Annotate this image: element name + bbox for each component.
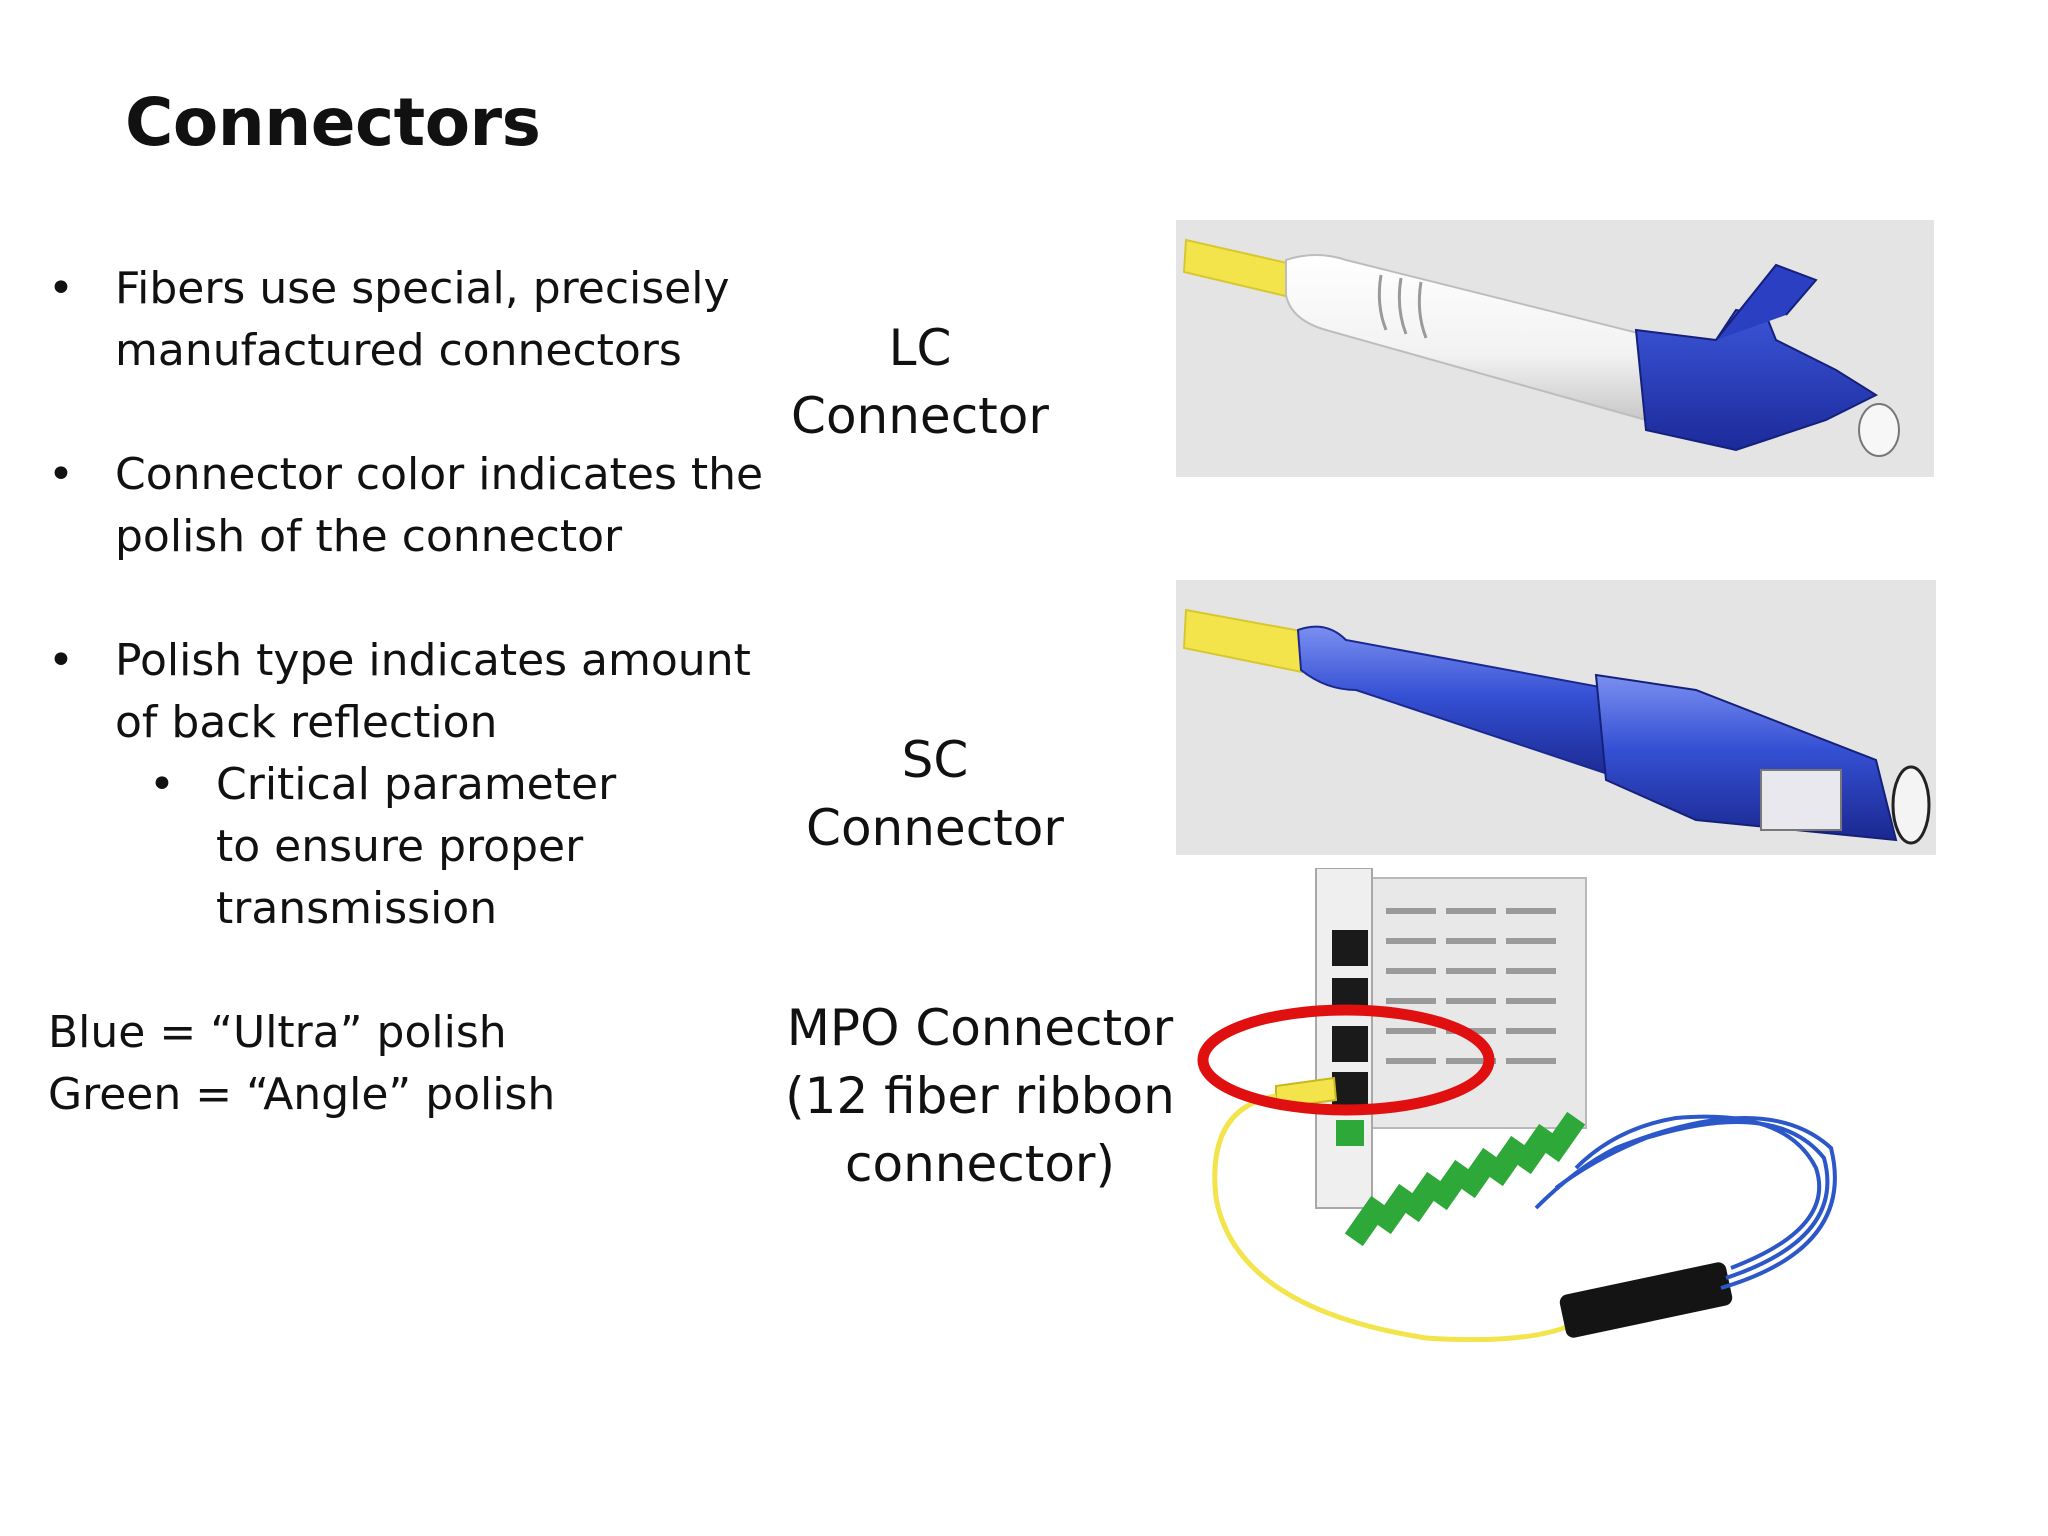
mpo-connector-photo	[1176, 867, 1856, 1348]
bullet-dot: •	[48, 449, 74, 500]
bullet-dot: •	[48, 635, 74, 686]
bullet-text: Connector color indicates the polish of …	[115, 449, 764, 562]
lc-connector-label: LC Connector	[791, 319, 1049, 445]
sc-connector-photo	[1176, 580, 1936, 855]
mpo-label-line3: connector)	[845, 1135, 1115, 1193]
bullet-item: • Connector color indicates the polish o…	[48, 444, 795, 568]
bullet-item: • Polish type indicates amount of back r…	[48, 630, 795, 940]
bullet-text: Fibers use special, precisely manufactur…	[115, 263, 730, 376]
mpo-label-line1: MPO Connector	[786, 999, 1174, 1057]
legend-blue: Blue = “Ultra” polish	[48, 1007, 507, 1058]
sub-bullet-text: Critical parameter to ensure proper tran…	[216, 759, 617, 934]
mpo-label-line2: (12 fiber ribbon	[785, 1067, 1175, 1125]
bullet-list: • Fibers use special, precisely manufact…	[48, 258, 763, 940]
lc-connector-illustration	[1182, 238, 1900, 457]
polish-legend: Blue = “Ultra” polish Green = “Angle” po…	[48, 1002, 555, 1126]
bullet-dot: •	[149, 759, 175, 810]
mpo-cassette-illustration	[1197, 867, 1837, 1343]
sub-bullet-item: • Critical parameter to ensure proper tr…	[149, 754, 656, 940]
slide-title: Connectors	[125, 84, 541, 161]
bullet-item: • Fibers use special, precisely manufact…	[48, 258, 755, 382]
sc-connector-illustration	[1182, 608, 1931, 845]
mpo-connector-label: MPO Connector (12 fiber ribbon connector…	[770, 994, 1190, 1198]
sc-connector-label: SC Connector	[806, 731, 1064, 857]
legend-green: Green = “Angle” polish	[48, 1069, 556, 1120]
lc-connector-photo	[1176, 220, 1934, 477]
bullet-text: Polish type indicates amount of back ref…	[115, 635, 751, 748]
bullet-dot: •	[48, 263, 74, 314]
